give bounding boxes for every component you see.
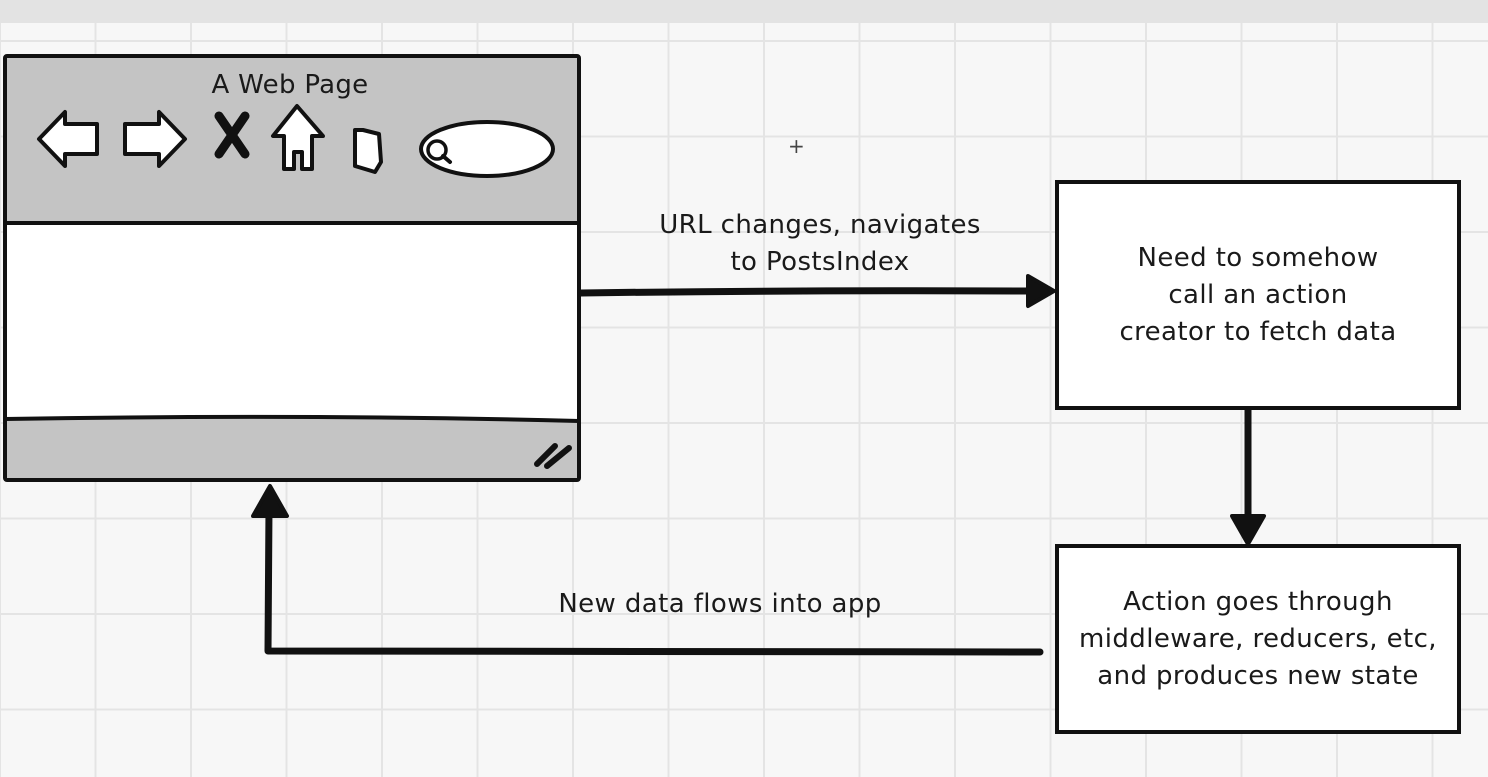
arrow-to-action-creator [577, 274, 1056, 308]
action-creator-node: Need to somehow call an action creator t… [1055, 180, 1461, 410]
crosshair-cursor-icon: + [788, 134, 805, 158]
browser-mockup [3, 54, 581, 482]
back-arrow-icon [37, 110, 99, 168]
browser-content-area [7, 223, 577, 419]
browser-title: A Web Page [211, 70, 369, 100]
action-creator-text: Need to somehow call an action creator t… [1119, 242, 1397, 347]
search-icon [419, 120, 555, 178]
url-change-label: URL changes, navigates to PostsIndex [659, 210, 981, 277]
arrow-back-to-browser [251, 484, 1044, 656]
reducers-node: Action goes through middleware, reducers… [1055, 544, 1461, 734]
arrow-to-reducers [1230, 406, 1266, 546]
close-x-icon [214, 111, 250, 159]
forward-arrow-icon [123, 110, 187, 168]
top-toolbar [0, 0, 1488, 23]
resize-grip-icon [534, 443, 572, 469]
home-icon [271, 104, 325, 171]
reducers-text: Action goes through middleware, reducers… [1079, 586, 1437, 691]
new-data-label: New data flows into app [558, 589, 882, 619]
bookmark-icon [353, 128, 383, 174]
